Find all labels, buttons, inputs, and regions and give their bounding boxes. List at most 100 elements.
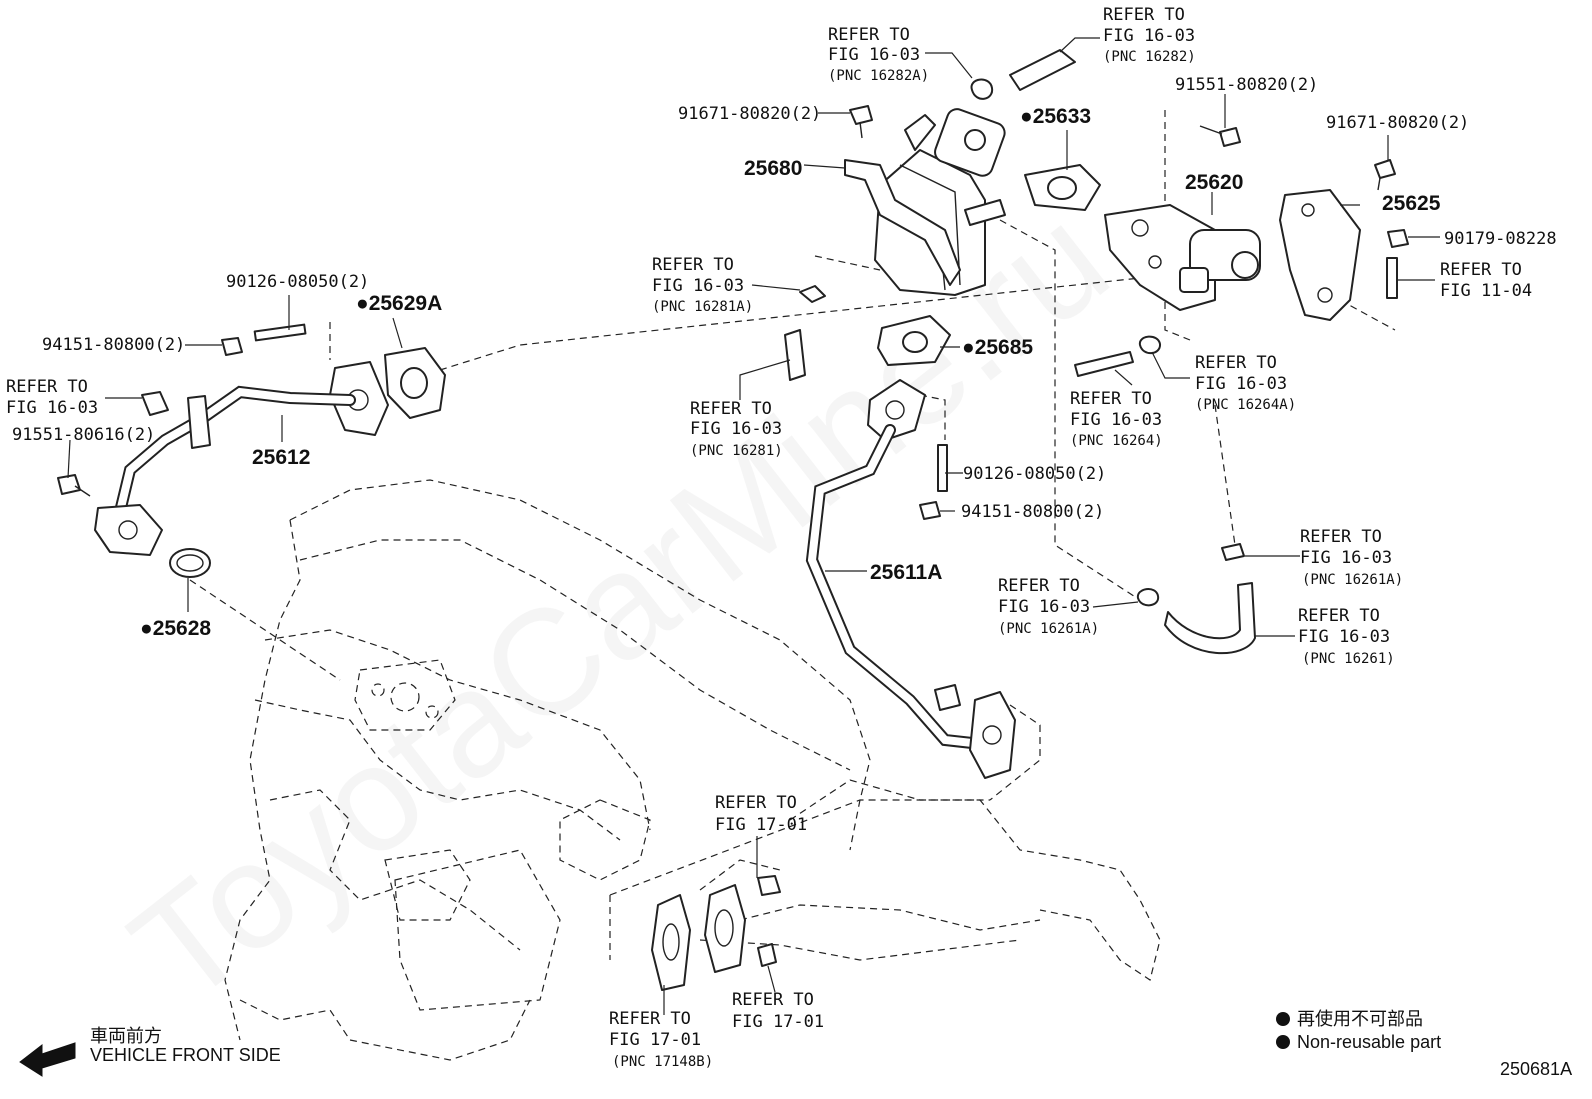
clamp-16281a [799, 285, 826, 303]
legend-dot-icon [1276, 1012, 1290, 1026]
egr-pipe-25611a [805, 379, 1016, 779]
part-25633-number: 25633 [1033, 105, 1091, 128]
vehicle-front-english: VEHICLE FRONT SIDE [90, 1045, 281, 1065]
part-25611a-label: 25611A [870, 561, 942, 584]
ref-11-line2: FIG 16-03 [1298, 627, 1390, 647]
label-91551-left: 91551-80616(2) [12, 425, 155, 445]
figure-number: 250681A [1500, 1059, 1572, 1079]
stud-90126-left [253, 323, 307, 342]
gasket-25628 [169, 548, 211, 578]
non-reusable-dot: ● [1020, 105, 1033, 128]
exhaust-port-flange [354, 659, 456, 731]
label-90179: 90179-08228 [1444, 229, 1557, 249]
ref-4-line2: FIG 16-03 [690, 419, 782, 439]
part-25628-label: ●25628 [140, 617, 211, 640]
label-91671-right: 91671-80820(2) [1326, 113, 1469, 133]
ref-10-line1: REFER TO [998, 576, 1080, 596]
part-25633-label: ●25633 [1020, 105, 1091, 128]
clamp-16261a-upper [1221, 543, 1245, 561]
vehicle-front-indicator: 車両前方 VEHICLE FRONT SIDE [19, 1026, 281, 1077]
part-25629a-label: ●25629A [356, 292, 442, 315]
clamp-16282a [970, 78, 994, 100]
ref-6-line1: REFER TO [1195, 353, 1277, 373]
label-94151-mid: 94151-80800(2) [961, 502, 1104, 522]
ref-2-line1: REFER TO [1103, 5, 1185, 25]
part-25629a-number: 25629A [369, 292, 443, 315]
ref-8-line2: FIG 16-03 [6, 398, 98, 418]
hose-16282 [1009, 49, 1076, 91]
legend-english: Non-reusable part [1297, 1032, 1441, 1052]
legend-dot-icon [1276, 1035, 1290, 1049]
part-25612-label: 25612 [252, 446, 310, 469]
ref-1-line1: REFER TO [828, 25, 910, 45]
legend: 再使用不可部品 Non-reusable part [1276, 1009, 1441, 1052]
exhaust-flange-bottom [704, 884, 746, 973]
ref-14-line2: FIG 17-01 [732, 1012, 824, 1032]
clamp-16264a [1138, 335, 1161, 355]
part-25685-label: ●25685 [962, 336, 1033, 359]
part-25620-label: 25620 [1185, 171, 1243, 194]
ref-10-line2: FIG 16-03 [998, 597, 1090, 617]
gasket-25633 [1024, 164, 1101, 211]
part-25628-number: 25628 [153, 617, 212, 640]
watermark: ToyotaCarMine.ru [101, 174, 1137, 1035]
ref-11-pnc: (PNC 16261) [1302, 651, 1395, 667]
ref-13-line2: FIG 17-01 [609, 1030, 701, 1050]
label-90126-left: 90126-08050(2) [226, 272, 369, 292]
ref-5-line1: REFER TO [1070, 389, 1152, 409]
egr-cooler-bracket [844, 159, 961, 286]
sensor-16-03-left [141, 391, 169, 416]
ref-4-line1: REFER TO [690, 399, 772, 419]
nut-94151-mid [919, 501, 941, 520]
ref-12-line1: REFER TO [715, 793, 797, 813]
label-94151-left: 94151-80800(2) [42, 335, 185, 355]
nut-90179 [1387, 229, 1409, 248]
part-25680-label: 25680 [744, 157, 802, 180]
gasket-25629a [384, 347, 446, 419]
egr-pipe-25612 [94, 361, 389, 556]
bolt-91671-top [849, 105, 873, 139]
legend-japanese: 再使用不可部品 [1297, 1009, 1423, 1029]
ref-12-line2: FIG 17-01 [715, 815, 807, 835]
front-arrow-icon [19, 1042, 76, 1077]
stud-90126-mid [937, 444, 948, 492]
bracket-25625 [1279, 189, 1361, 321]
ref-9-pnc: (PNC 16261A) [1302, 572, 1403, 588]
ref-7-line2: FIG 11-04 [1440, 281, 1532, 301]
label-91671-top: 91671-80820(2) [678, 104, 821, 124]
ref-3-pnc: (PNC 16281A) [652, 299, 753, 315]
ref-13-pnc: (PNC 17148B) [612, 1054, 713, 1070]
ref-9-line1: REFER TO [1300, 527, 1382, 547]
nut-94151-left [221, 337, 243, 356]
ref-2-line2: FIG 16-03 [1103, 26, 1195, 46]
engine-block-outline [224, 479, 1161, 1061]
hose-16264 [1074, 351, 1134, 377]
bolt-91551-left [57, 474, 91, 497]
ref-5-pnc: (PNC 16264) [1070, 433, 1163, 449]
alignment-lines [189, 110, 1396, 960]
ref-3-line2: FIG 16-03 [652, 276, 744, 296]
ref-14-line1: REFER TO [732, 990, 814, 1010]
ref-9-line2: FIG 16-03 [1300, 548, 1392, 568]
non-reusable-dot: ● [962, 336, 975, 359]
gasket-25685 [877, 315, 951, 366]
label-90126-mid: 90126-08050(2) [963, 464, 1106, 484]
bolt-91551-top [1199, 125, 1241, 147]
ref-2-pnc: (PNC 16282) [1103, 49, 1196, 65]
part-25685-number: 25685 [975, 336, 1034, 359]
vehicle-front-japanese: 車両前方 [90, 1026, 162, 1046]
leader-lines [67, 37, 1440, 1015]
ref-8-line1: REFER TO [6, 377, 88, 397]
ref-5-line2: FIG 16-03 [1070, 410, 1162, 430]
clamp-16261a-lower [1136, 588, 1160, 607]
bolt-17-01 [757, 943, 777, 967]
part-25625-label: 25625 [1382, 192, 1441, 215]
non-reusable-dot: ● [356, 292, 369, 315]
nut-17-01 [757, 875, 781, 896]
ref-7-line1: REFER TO [1440, 260, 1522, 280]
hose-16281 [784, 329, 806, 381]
stud-11-04 [1386, 257, 1398, 299]
egr-valve-25620 [1104, 204, 1261, 311]
ref-1-line2: FIG 16-03 [828, 45, 920, 65]
